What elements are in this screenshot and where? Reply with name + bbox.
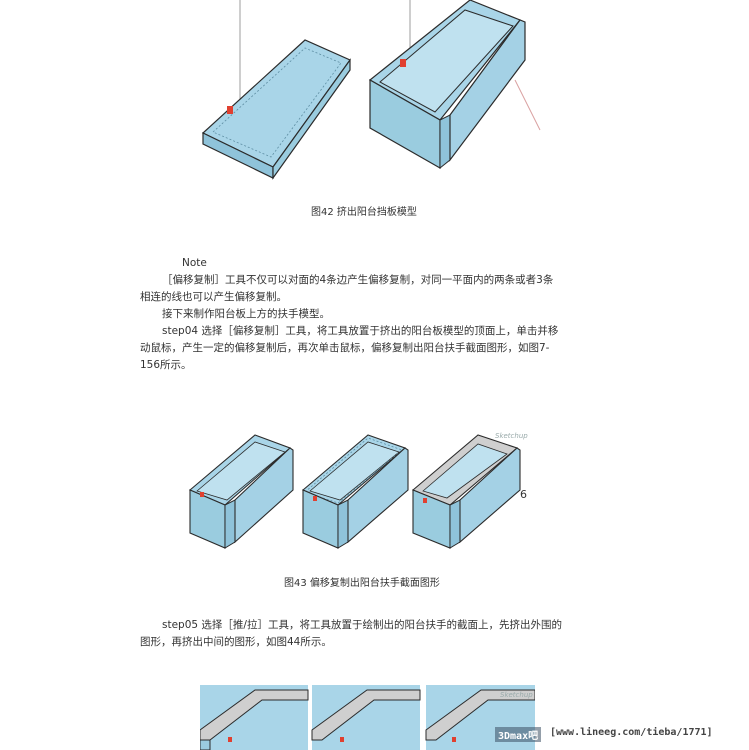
- step04-line-2: 动鼠标，产生一定的偏移复制后，再次单击鼠标，偏移复制出阳台扶手截面图形，如图7-: [140, 342, 550, 354]
- note-line-3: 接下来制作阳台板上方的扶手模型。: [162, 308, 330, 320]
- svg-text:Sketchup: Sketchup: [500, 691, 533, 699]
- note-line-2: 相连的线也可以产生偏移复制。: [140, 291, 287, 303]
- step05-line-2: 图形，再挤出中间的图形，如图44所示。: [140, 636, 332, 648]
- step05-body: step05 选择［推/拉］工具，将工具放置于绘制出的阳台扶手的截面上，先挤出外…: [140, 617, 590, 651]
- figure-43-marker: 6: [520, 488, 527, 501]
- box-3: [411, 434, 521, 549]
- box-2: [301, 434, 409, 549]
- note-label: Note: [182, 257, 207, 269]
- note-body: ［偏移复制］工具不仅可以对面的4条边产生偏移复制，对同一平面内的两条或者3条 相…: [140, 272, 590, 374]
- figure-43-caption: 图43 偏移复制出阳台扶手截面图形: [284, 578, 440, 589]
- figure-42-image: [201, 0, 541, 180]
- svg-text:Sketchup: Sketchup: [495, 432, 528, 440]
- note-line-1: ［偏移复制］工具不仅可以对面的4条边产生偏移复制，对同一平面内的两条或者3条: [162, 274, 554, 286]
- figure-43-image: Sketchup: [188, 432, 528, 549]
- figure-42-caption: 图42 挤出阳台挡板模型: [311, 207, 417, 218]
- figure-44-image: Sketchup: [200, 685, 535, 750]
- watermark-url: [www.lineeg.com/tieba/1771]: [550, 727, 713, 738]
- box-1: [188, 434, 294, 549]
- watermark-brand: 3Dmax吧: [495, 727, 542, 742]
- step04-line-1: step04 选择［偏移复制］工具，将工具放置于挤出的阳台板模型的顶面上，单击并…: [162, 325, 559, 337]
- step05-line-1: step05 选择［推/拉］工具，将工具放置于绘制出的阳台扶手的截面上，先挤出外…: [162, 619, 562, 631]
- step04-line-3: 156所示。: [140, 359, 192, 371]
